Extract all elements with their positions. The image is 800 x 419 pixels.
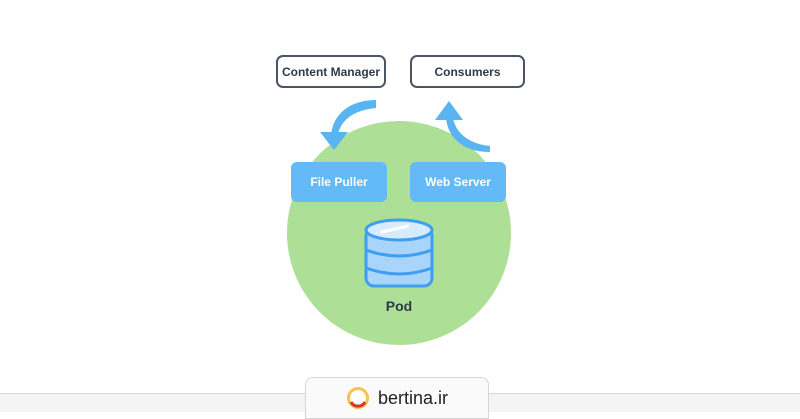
pod-label: Pod	[385, 298, 413, 314]
database-icon	[364, 218, 434, 288]
web-server-label: Web Server	[425, 175, 491, 189]
footer-tab[interactable]: bertina.ir	[305, 377, 489, 419]
consumers-label: Consumers	[434, 64, 501, 79]
site-name[interactable]: bertina.ir	[377, 387, 449, 408]
file-puller-box: File Puller	[291, 162, 387, 202]
file-puller-label: File Puller	[310, 175, 368, 189]
content-manager-box: Content Manager	[276, 55, 386, 88]
consumers-box: Consumers	[410, 55, 525, 88]
web-server-box: Web Server	[410, 162, 506, 202]
curved-arrow-up-icon	[435, 101, 490, 152]
curved-arrow-down-icon	[320, 100, 376, 150]
content-manager-label: Content Manager	[281, 64, 380, 79]
bertina-logo-icon	[346, 387, 369, 409]
